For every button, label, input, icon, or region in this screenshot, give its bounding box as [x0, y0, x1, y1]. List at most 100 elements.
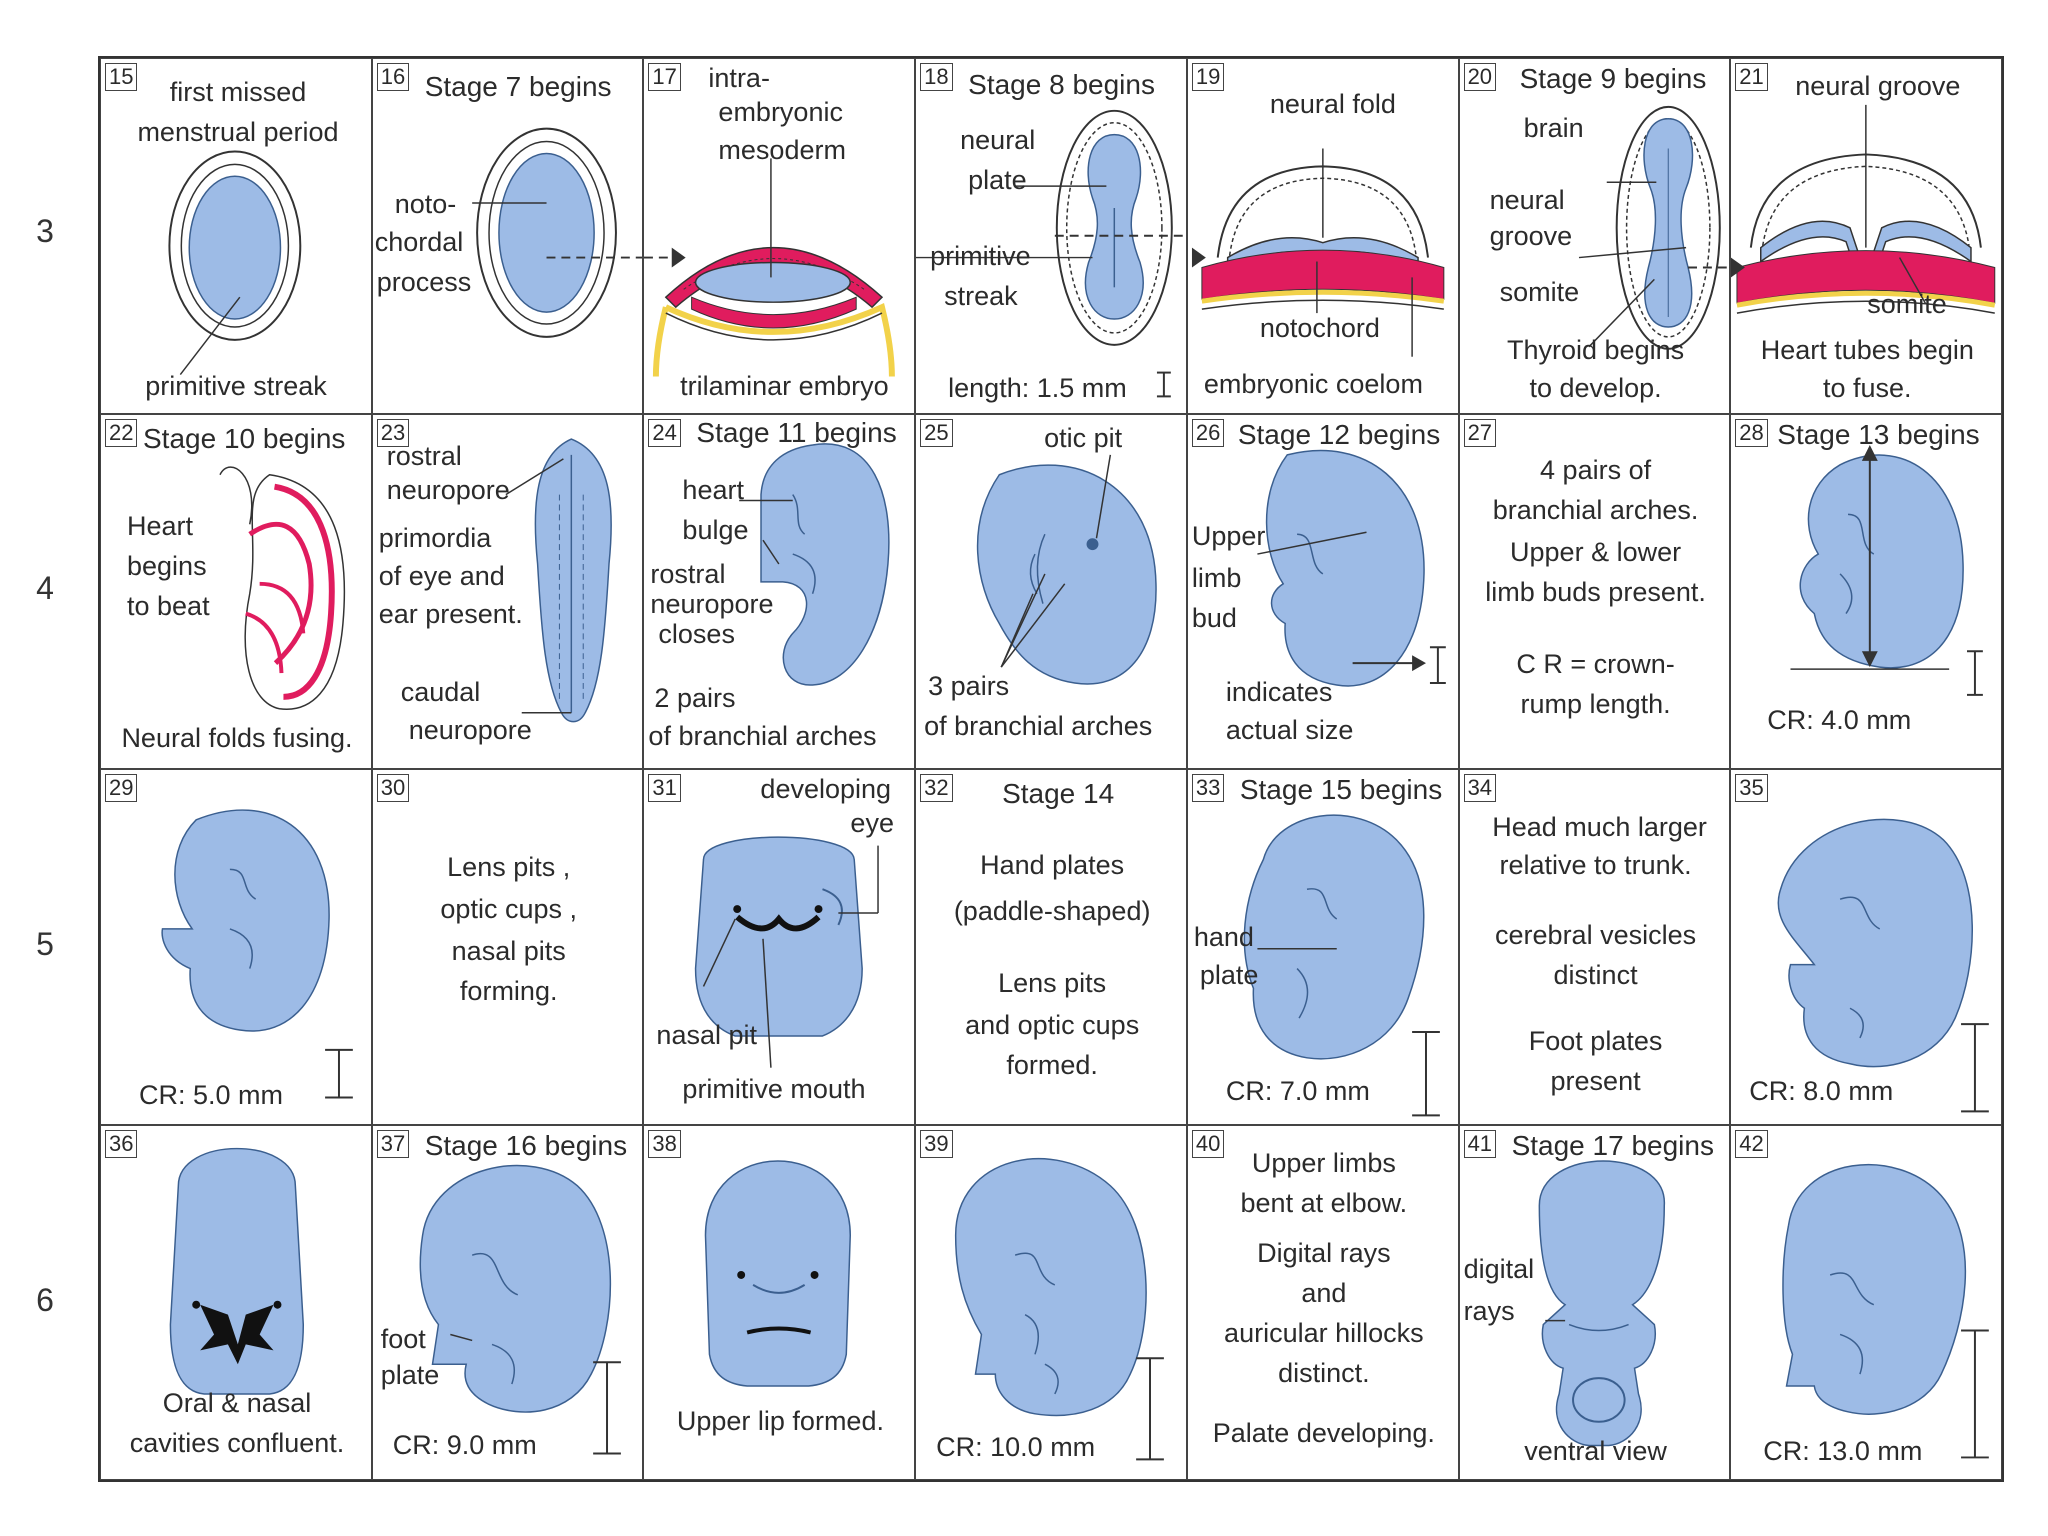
- stage-number: 16: [376, 63, 410, 91]
- label: forming.: [459, 976, 558, 1006]
- week-label: 3: [36, 213, 54, 249]
- label: noto-: [394, 189, 457, 219]
- stage-number: 17: [648, 63, 681, 91]
- embryo-face-illustration: [169, 1147, 305, 1395]
- cell-41: 41 Stage 17 begins digital rays ventral …: [1458, 1124, 1731, 1480]
- label: primitive: [930, 241, 1031, 271]
- cell-32: 32 Stage 14 Hand plates (paddle-shaped) …: [915, 769, 1187, 1125]
- embryo-dorsal-illustration: [505, 437, 612, 722]
- cell-16: 16 Stage 7 begins noto- chordal process: [371, 58, 644, 414]
- cell-38: 38 Upper lip formed.: [643, 1124, 916, 1480]
- label: present: [1550, 1066, 1641, 1096]
- embryo-lateral-illustration: [976, 454, 1157, 685]
- stage-title: Stage 11 begins: [696, 416, 897, 448]
- stage-title: Stage 16 begins: [424, 1129, 628, 1161]
- label: caudal: [400, 676, 481, 707]
- label: embryonic coelom: [1203, 369, 1423, 399]
- stage-number: 42: [1735, 1129, 1768, 1158]
- label: Head much larger: [1492, 812, 1707, 842]
- label: heart: [682, 474, 744, 505]
- stage-number: 25: [920, 418, 953, 447]
- stage-number: 20: [1463, 63, 1497, 91]
- cell-18: 18 Stage 8 begins neural plate primitive…: [915, 58, 1187, 414]
- label: Upper & lower: [1510, 536, 1682, 567]
- stage-number: 24: [648, 418, 681, 447]
- label: of branchial arches: [648, 720, 877, 751]
- label: of eye and: [378, 560, 505, 591]
- label: brain: [1523, 113, 1584, 143]
- embryo-lateral-illustration: [1790, 444, 1984, 696]
- cell-20: 20 Stage 9 begins brain neural groove so…: [1458, 58, 1731, 414]
- label: and: [1301, 1277, 1347, 1308]
- label: of branchial arches: [924, 710, 1153, 741]
- embryo-lateral-illustration: [419, 1164, 621, 1454]
- stage-title: Stage 12 begins: [1237, 418, 1441, 450]
- stage-title: Stage 17 begins: [1511, 1129, 1714, 1161]
- label: nasal pits: [451, 936, 566, 966]
- stage-title: Stage 8 begins: [968, 69, 1155, 100]
- label: foot: [380, 1323, 426, 1354]
- label: limb buds present.: [1485, 576, 1706, 607]
- label: mesoderm: [718, 135, 846, 165]
- label: 4 pairs of: [1540, 454, 1652, 485]
- stage-number: 36: [105, 1129, 138, 1158]
- cell-22: 22 Stage 10 begins Heart begins to beat …: [100, 413, 372, 769]
- stage-number: 33: [1191, 774, 1225, 802]
- label: C R = crown-: [1516, 648, 1675, 679]
- week-label: 4: [36, 570, 54, 606]
- week-label: 5: [36, 926, 54, 962]
- stage-number: 30: [376, 774, 410, 802]
- label: indicates: [1225, 676, 1333, 707]
- embryo-face-illustration: [695, 836, 880, 1068]
- label: developing: [760, 774, 892, 804]
- label: 2 pairs: [654, 682, 736, 713]
- stage-number: 31: [648, 774, 681, 802]
- label: intra-: [708, 63, 770, 93]
- label: formed.: [1006, 1050, 1098, 1080]
- stage-number: 18: [920, 63, 953, 91]
- embryo-lateral-illustration: [955, 1157, 1165, 1460]
- label: Neural folds fusing.: [121, 722, 353, 753]
- cell-42: 42 CR: 13.0 mm: [1730, 1124, 2002, 1480]
- label: Upper lip formed.: [676, 1405, 884, 1436]
- stage-title: Stage 10 begins: [143, 422, 346, 454]
- label: neuropore: [386, 474, 510, 505]
- label: groove: [1489, 221, 1573, 251]
- label: Heart tubes begin: [1760, 335, 1974, 365]
- cell-37: 37 Stage 16 begins foot plate CR: 9.0 mm: [371, 1124, 644, 1480]
- label: Heart: [127, 510, 194, 541]
- label: nasal pit: [656, 1020, 757, 1050]
- label: rays: [1463, 1295, 1515, 1326]
- stage-number: 40: [1191, 1129, 1225, 1158]
- label: otic pit: [1044, 422, 1123, 453]
- label: digital: [1463, 1253, 1535, 1284]
- embryo-disc-illustration: [471, 127, 643, 338]
- stage-number: 39: [920, 1129, 953, 1158]
- cell-27: 27 4 pairs of branchial arches. Upper & …: [1458, 413, 1731, 769]
- trilaminar-embryo-illustration: [644, 158, 896, 377]
- cell-26: 26 Stage 12 begins Upper limb bud indica…: [1186, 413, 1459, 769]
- label: ear present.: [378, 598, 523, 629]
- label: Foot plates: [1528, 1026, 1663, 1056]
- cell-39: 39 CR: 10.0 mm: [915, 1124, 1187, 1480]
- label: primitive mouth: [682, 1074, 866, 1104]
- label: neuropore: [650, 588, 774, 619]
- embryo-lateral-illustration: [1243, 814, 1440, 1117]
- heart-tube-illustration: [219, 465, 346, 710]
- label: auricular hillocks: [1224, 1317, 1424, 1348]
- label: primitive streak: [145, 371, 327, 401]
- stage-number: 23: [376, 418, 410, 447]
- label: hand: [1193, 922, 1254, 952]
- label: actual size: [1225, 714, 1354, 745]
- cell-31: 31 developing eye nasal pit primitive mo…: [643, 769, 916, 1125]
- label: cerebral vesicles: [1495, 920, 1697, 950]
- embryo-lateral-illustration: [1257, 449, 1446, 687]
- label: neural fold: [1269, 89, 1396, 119]
- label: neural: [960, 125, 1036, 155]
- cell-35: 35 CR: 8.0 mm: [1730, 769, 2002, 1125]
- label: bent at elbow.: [1240, 1187, 1408, 1218]
- stage-number: 38: [648, 1129, 681, 1158]
- embryo-ventral-illustration: [1538, 1159, 1665, 1446]
- label: menstrual period: [137, 117, 339, 147]
- stage-number: 34: [1463, 774, 1497, 802]
